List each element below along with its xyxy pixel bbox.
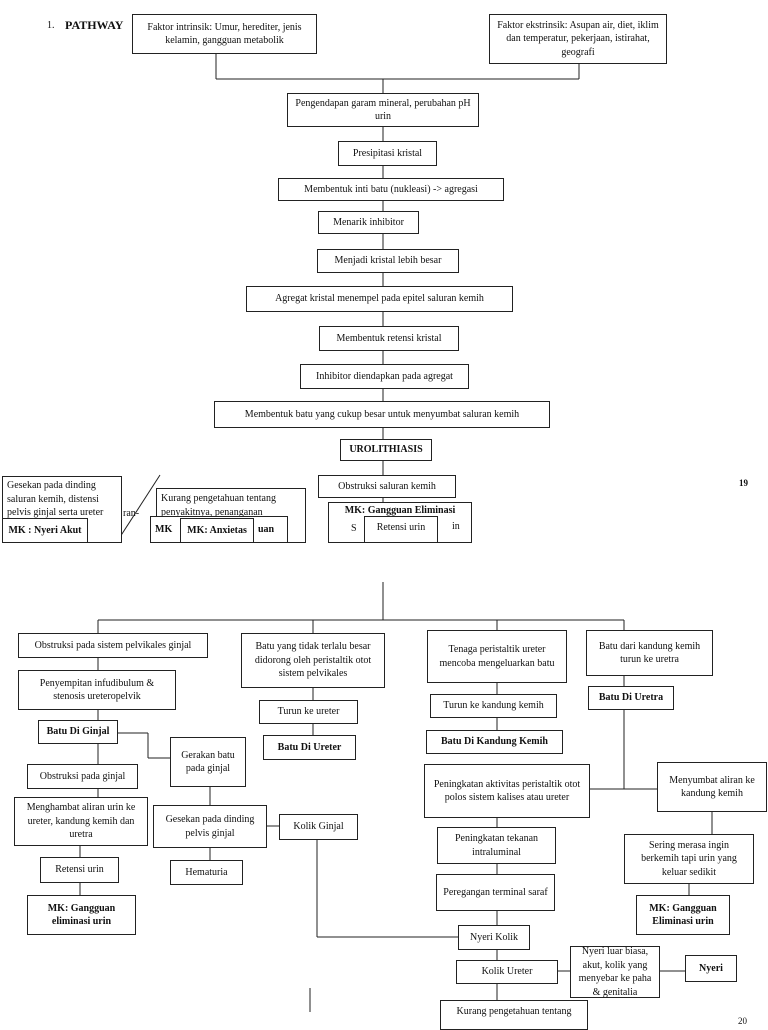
obstruksi-ginjal-box: Obstruksi pada ginjal [27, 764, 138, 789]
batu-didorong-box: Batu yang tidak terlalu besar didorong o… [241, 633, 385, 688]
step-box-7: Membentuk retensi kristal [319, 326, 459, 351]
batu-di-ureter-box: Batu Di Ureter [263, 735, 356, 760]
step-box-6: Agregat kristal menempel pada epitel sal… [246, 286, 513, 312]
sering-merasa-box: Sering merasa ingin berkemih tapi urin y… [624, 834, 754, 884]
gesekan-pelvis-box: Gesekan pada dinding pelvis ginjal [153, 805, 267, 848]
obstruksi-saluran-box: Obstruksi saluran kemih [318, 475, 456, 498]
kurang-pengetahuan-box-2: Kurang pengetahuan tentang [440, 1000, 588, 1030]
nyeri-kolik-box: Nyeri Kolik [458, 925, 530, 950]
step-box-3: Membentuk inti batu (nukleasi) -> agrega… [278, 178, 504, 201]
turun-ke-kandung-kemih-box: Turun ke kandung kemih [430, 694, 557, 718]
batu-dari-kandung-kemih-box: Batu dari kandung kemih turun ke uretra [586, 630, 713, 676]
fragment-s: S [351, 523, 357, 534]
mk-partial-label: MK [155, 523, 173, 535]
peningkatan-aktivitas-box: Peningkatan aktivitas peristaltik otot p… [424, 764, 590, 818]
peregangan-saraf-box: Peregangan terminal saraf [436, 874, 555, 911]
kolik-ginjal-box: Kolik Ginjal [279, 814, 358, 840]
page-gap [0, 543, 768, 578]
urolithiasis-box: UROLITHIASIS [340, 439, 432, 461]
step-box-9: Membentuk batu yang cukup besar untuk me… [214, 401, 550, 428]
page-number-2: 20 [738, 1016, 747, 1026]
fragment-in: in [452, 521, 460, 532]
step-box-2: Presipitasi kristal [338, 141, 437, 166]
menghambat-aliran-box: Menghambat aliran urin ke ureter, kandun… [14, 797, 148, 846]
nyeri-box: Nyeri [685, 955, 737, 982]
mk-gangguan-eliminasi-urin-box: MK: Gangguan eliminasi urin [27, 895, 136, 935]
retensi-urin-box: Retensi urin [40, 857, 119, 883]
penyempitan-box: Penyempitan infudibulum & stenosis urete… [18, 670, 176, 710]
peningkatan-tekanan-box: Peningkatan tekanan intraluminal [437, 827, 556, 864]
batu-di-uretra-box: Batu Di Uretra [588, 686, 674, 710]
extrinsic-factor-box: Faktor ekstrinsik: Asupan air, diet, ikl… [489, 14, 667, 64]
step-box-4: Menarik inhibitor [318, 211, 419, 234]
mk-anxietas-box: MK: Anxietas [180, 518, 254, 543]
step-box-1: Pengendapan garam mineral, perubahan pH … [287, 93, 479, 127]
fragment-ran: ran- [123, 508, 140, 519]
obstruksi-pelvikales-box: Obstruksi pada sistem pelvikales ginjal [18, 633, 208, 658]
retensi-urin-box-top: Retensi urin [364, 516, 438, 543]
kolik-ureter-box: Kolik Ureter [456, 960, 558, 984]
mk-partial-suffix: uan [258, 524, 275, 535]
page-number: 19 [739, 478, 748, 488]
gerakan-batu-box: Gerakan batu pada ginjal [170, 737, 246, 787]
mk-nyeri-akut-box: MK : Nyeri Akut [2, 518, 88, 543]
page-title: PATHWAY [65, 18, 124, 32]
turun-ke-ureter-box: Turun ke ureter [259, 700, 358, 724]
nyeri-luar-biasa-box: Nyeri luar biasa, akut, kolik yang menye… [570, 946, 660, 998]
heading-number: 1. [47, 20, 55, 31]
step-box-8: Inhibitor diendapkan pada agregat [300, 364, 469, 389]
mk-gangguan-eliminasi-urin-box-2: MK: Gangguan Eliminasi urin [636, 895, 730, 935]
intrinsic-factor-box: Faktor intrinsik: Umur, herediter, jenis… [132, 14, 317, 54]
step-box-5: Menjadi kristal lebih besar [317, 249, 459, 273]
batu-di-ginjal-box: Batu Di Ginjal [38, 720, 118, 744]
tenaga-peristaltik-box: Tenaga peristaltik ureter mencoba mengel… [427, 630, 567, 683]
hematuria-box: Hematuria [170, 860, 243, 885]
menyumbat-aliran-box: Menyumbat aliran ke kandung kemih [657, 762, 767, 812]
batu-di-kandung-kemih-box: Batu Di Kandung Kemih [426, 730, 563, 754]
